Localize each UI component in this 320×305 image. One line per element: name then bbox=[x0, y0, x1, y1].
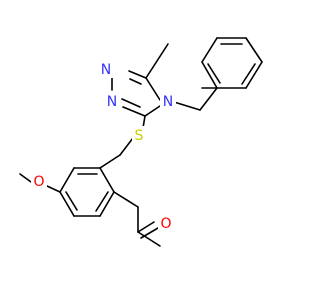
bond bbox=[207, 63, 221, 84]
bond bbox=[140, 227, 159, 239]
bond bbox=[201, 37, 218, 63]
bond bbox=[46, 185, 61, 193]
bond bbox=[173, 101, 201, 111]
structure-svg: N N N S O O bbox=[19, 37, 263, 247]
bond bbox=[199, 87, 218, 111]
atom-n1: N bbox=[101, 62, 111, 78]
bond bbox=[99, 167, 115, 193]
bond bbox=[99, 154, 121, 169]
bond bbox=[241, 63, 256, 85]
bond bbox=[121, 98, 141, 108]
bond bbox=[129, 78, 142, 85]
bond bbox=[137, 231, 161, 247]
bond bbox=[128, 70, 147, 79]
bond bbox=[137, 221, 155, 233]
atom-o-methoxy: O bbox=[33, 174, 44, 190]
bond bbox=[245, 61, 263, 89]
atom-o-carbonyl: O bbox=[160, 216, 171, 232]
atom-n2: N bbox=[107, 94, 117, 110]
bond bbox=[122, 106, 146, 117]
bond bbox=[119, 137, 134, 156]
bonds bbox=[19, 37, 263, 247]
bond bbox=[95, 191, 109, 212]
molecule-diagram: N N N S O O bbox=[19, 37, 263, 247]
bond bbox=[145, 77, 161, 101]
bond bbox=[245, 37, 263, 63]
bond bbox=[113, 191, 139, 208]
bond bbox=[144, 105, 161, 117]
bond bbox=[145, 43, 169, 79]
bond bbox=[19, 173, 32, 183]
bond bbox=[201, 61, 218, 89]
bond bbox=[59, 191, 75, 217]
atom-s: S bbox=[135, 128, 144, 144]
atom-n4: N bbox=[163, 94, 173, 110]
atom-labels: N N N S O O bbox=[31, 60, 176, 232]
bond bbox=[99, 191, 115, 217]
bond bbox=[65, 191, 78, 211]
bond bbox=[59, 167, 75, 193]
